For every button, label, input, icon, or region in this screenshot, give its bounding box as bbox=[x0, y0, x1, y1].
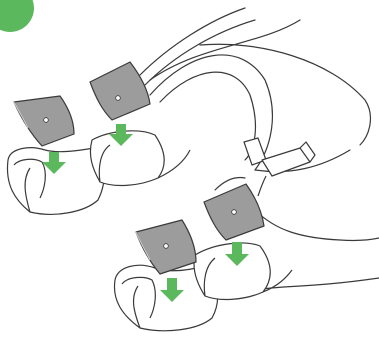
seat-pad-icon bbox=[14, 96, 74, 146]
seat-pad-icon bbox=[90, 62, 150, 120]
seat-pad-icon bbox=[204, 184, 264, 240]
upper-bottom-pieces bbox=[7, 131, 190, 214]
release-clip-icon bbox=[244, 138, 315, 196]
step-badge-icon bbox=[0, 0, 34, 32]
lower-bottom-pieces bbox=[114, 243, 292, 331]
